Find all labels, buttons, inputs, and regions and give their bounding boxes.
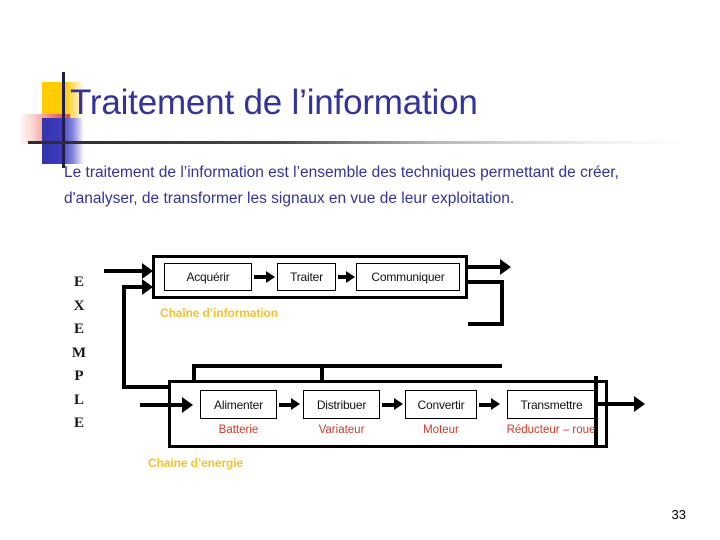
energy-arrow-1-head [291,398,300,410]
block-label: Distribuer [316,397,367,412]
exemple-letter: E [73,415,84,431]
energy-input-arrow-line [140,403,186,407]
title-underline [28,141,688,144]
feedback-loop-vertical-left [122,285,126,389]
info-input-arrowhead-bottom [142,279,153,295]
exemple-letter: M [71,344,87,361]
info-arrow-1-line [254,275,268,279]
block-traiter: Traiter [277,263,336,291]
info-arrow-2-head [346,270,355,283]
block-label: Transmettre [520,397,583,412]
info-output-arrowhead [500,259,511,275]
energy-arrow-2-head [394,398,403,410]
caption-text: Réducteur – roue [506,424,596,436]
energy-arrow-3-head [491,398,500,410]
info-input-arrowhead-top [142,263,153,279]
info-return-horizontal-top [468,280,504,284]
caption-moteur: Moteur [405,424,477,436]
page-title: Traitement de l’information [70,83,478,122]
block-distribuer: Distribuer [303,390,380,419]
exemple-letter: X [73,297,85,314]
energy-arrow-3-line [479,402,493,407]
exemple-letter: L [73,391,84,408]
block-label: Acquérir [186,270,230,284]
exemple-letter: E [73,274,84,290]
block-label: Alimenter [214,397,263,412]
info-output-arrow-line [468,265,504,269]
energy-arrow-2-line [382,402,396,407]
energy-output-arrowhead [634,396,645,412]
caption-text: Moteur [423,424,459,436]
caption-text: Variateur [318,424,365,436]
info-return-vertical [500,280,504,326]
block-label: Traiter [290,270,323,284]
caption-batterie: Batterie [200,424,277,436]
caption-reducteur-roue: Réducteur – roue [496,424,606,436]
block-communiquer: Communiquer [356,263,460,291]
block-label: Convertir [417,397,465,412]
energy-top-entry-vertical [320,364,324,382]
information-chain-label: Chaîne d’information [160,306,279,320]
feedback-loop-vertical-mid [192,364,196,389]
exemple-letter: E [73,321,84,337]
info-arrow-2-line [338,275,348,279]
block-alimenter: Alimenter [200,390,277,419]
energy-input-arrowhead [182,397,193,413]
energy-output-tap-vertical [594,376,598,448]
page-number: 33 [671,507,686,522]
decoration-vertical-line [62,72,65,168]
energy-chain-label: Chaine d’energie [148,456,244,470]
block-transmettre: Transmettre [507,390,596,419]
body-paragraph: Le traitement de l’information est l’ens… [64,164,619,207]
caption-text: Batterie [218,424,259,436]
block-label: Communiquer [371,270,445,284]
info-input-arrow-line-bottom [122,285,146,289]
block-convertir: Convertir [405,390,477,419]
energy-arrow-1-line [279,402,293,407]
exemple-letter: P [74,368,84,384]
info-input-arrow-line-top [104,269,146,273]
energy-output-arrow-line [598,402,640,406]
info-arrow-1-head [266,270,275,283]
feedback-loop-horizontal-upper [192,364,502,368]
exemple-vertical-label: E X E M P L E [66,271,92,436]
caption-variateur: Variateur [303,424,380,436]
chain-diagram: E X E M P L E Acquérir Traiter Communiqu… [0,240,720,490]
info-return-horizontal-bottom [468,322,504,326]
block-acquerir: Acquérir [164,263,252,291]
